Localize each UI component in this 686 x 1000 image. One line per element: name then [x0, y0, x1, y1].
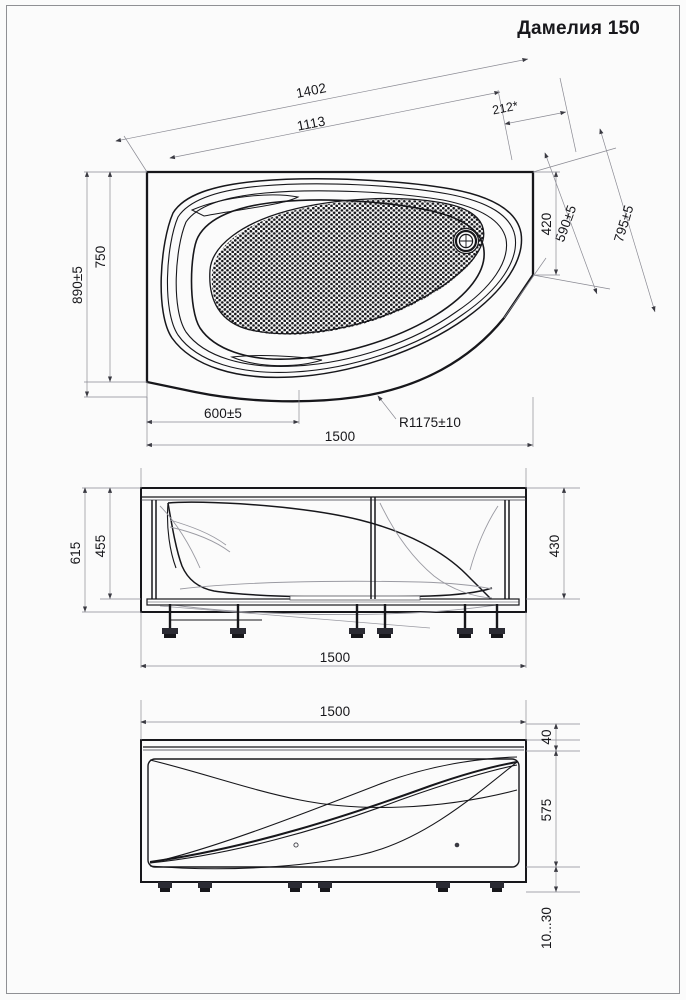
front-bowl-base [167, 502, 493, 598]
frame-posts [151, 497, 510, 599]
front-body-outline [140, 487, 527, 613]
dimension-label: 600±5 [204, 406, 242, 421]
panel-hole [454, 842, 460, 848]
dimension-label: 40 [539, 729, 554, 744]
dimension-420: 420 [539, 171, 559, 275]
front-bowl-profile [167, 501, 493, 601]
dimension-455: 455 [93, 487, 113, 599]
dimension-r1175: R1175±10 [377, 395, 461, 430]
dimension-label: 1113 [296, 113, 327, 133]
footrest-curve [230, 355, 323, 367]
dimension-430: 430 [547, 487, 567, 599]
dimension-label: R1175±10 [399, 415, 461, 430]
top-view: 1402 1113 212* 795±5 590±5 [70, 58, 656, 448]
dimension-label: 890±5 [70, 266, 85, 304]
dimension-label: 430 [547, 535, 562, 558]
bath-rim-outer [160, 178, 523, 379]
dimension-label: 420 [539, 213, 554, 236]
dimension-1500-rear: 1500 [140, 704, 526, 725]
drain-icon [452, 227, 480, 255]
dimension-label: 1500 [320, 704, 350, 719]
dimension-label: 1402 [295, 80, 328, 101]
page-title: Дамелия 150 [517, 18, 640, 39]
dimension-40: 40 [539, 723, 559, 751]
dimension-1113: 1113 [169, 91, 501, 160]
panel-hole [293, 842, 299, 848]
bath-outline-top [145, 170, 535, 403]
dimension-890: 890±5 [70, 171, 90, 397]
dimension-615: 615 [68, 487, 88, 612]
rear-body-outline [140, 739, 527, 883]
rear-legs [158, 882, 504, 892]
dimension-label: 1500 [325, 429, 355, 444]
dimension-10-30: 10...30 [539, 866, 559, 949]
dimension-label: 615 [68, 542, 83, 565]
bath-bowl-wall [190, 199, 485, 361]
dimension-1500-front: 1500 [140, 650, 526, 669]
dimension-600: 600±5 [146, 406, 299, 425]
front-view: 615 455 430 1500 [68, 468, 580, 669]
dimension-label: 575 [539, 799, 554, 822]
dimension-750: 750 [93, 171, 113, 382]
bath-rim-inner [175, 190, 508, 367]
rear-panel [147, 758, 520, 868]
dimension-212: 212* [491, 77, 577, 161]
dimension-795: 795±5 [599, 128, 656, 313]
dimension-label: 10...30 [539, 907, 554, 949]
dimension-label: 1500 [320, 650, 350, 665]
bath-rim-mid [166, 183, 517, 373]
adjustable-legs [162, 604, 505, 638]
dimension-label: 750 [93, 246, 108, 269]
dimension-575: 575 [539, 750, 559, 867]
dimension-label: 455 [93, 535, 108, 558]
headrest-curve [190, 194, 300, 217]
dimension-label: 212* [491, 99, 519, 118]
rear-view: 1500 40 575 10...30 [140, 700, 580, 949]
dimension-1500-top: 1500 [146, 429, 533, 448]
